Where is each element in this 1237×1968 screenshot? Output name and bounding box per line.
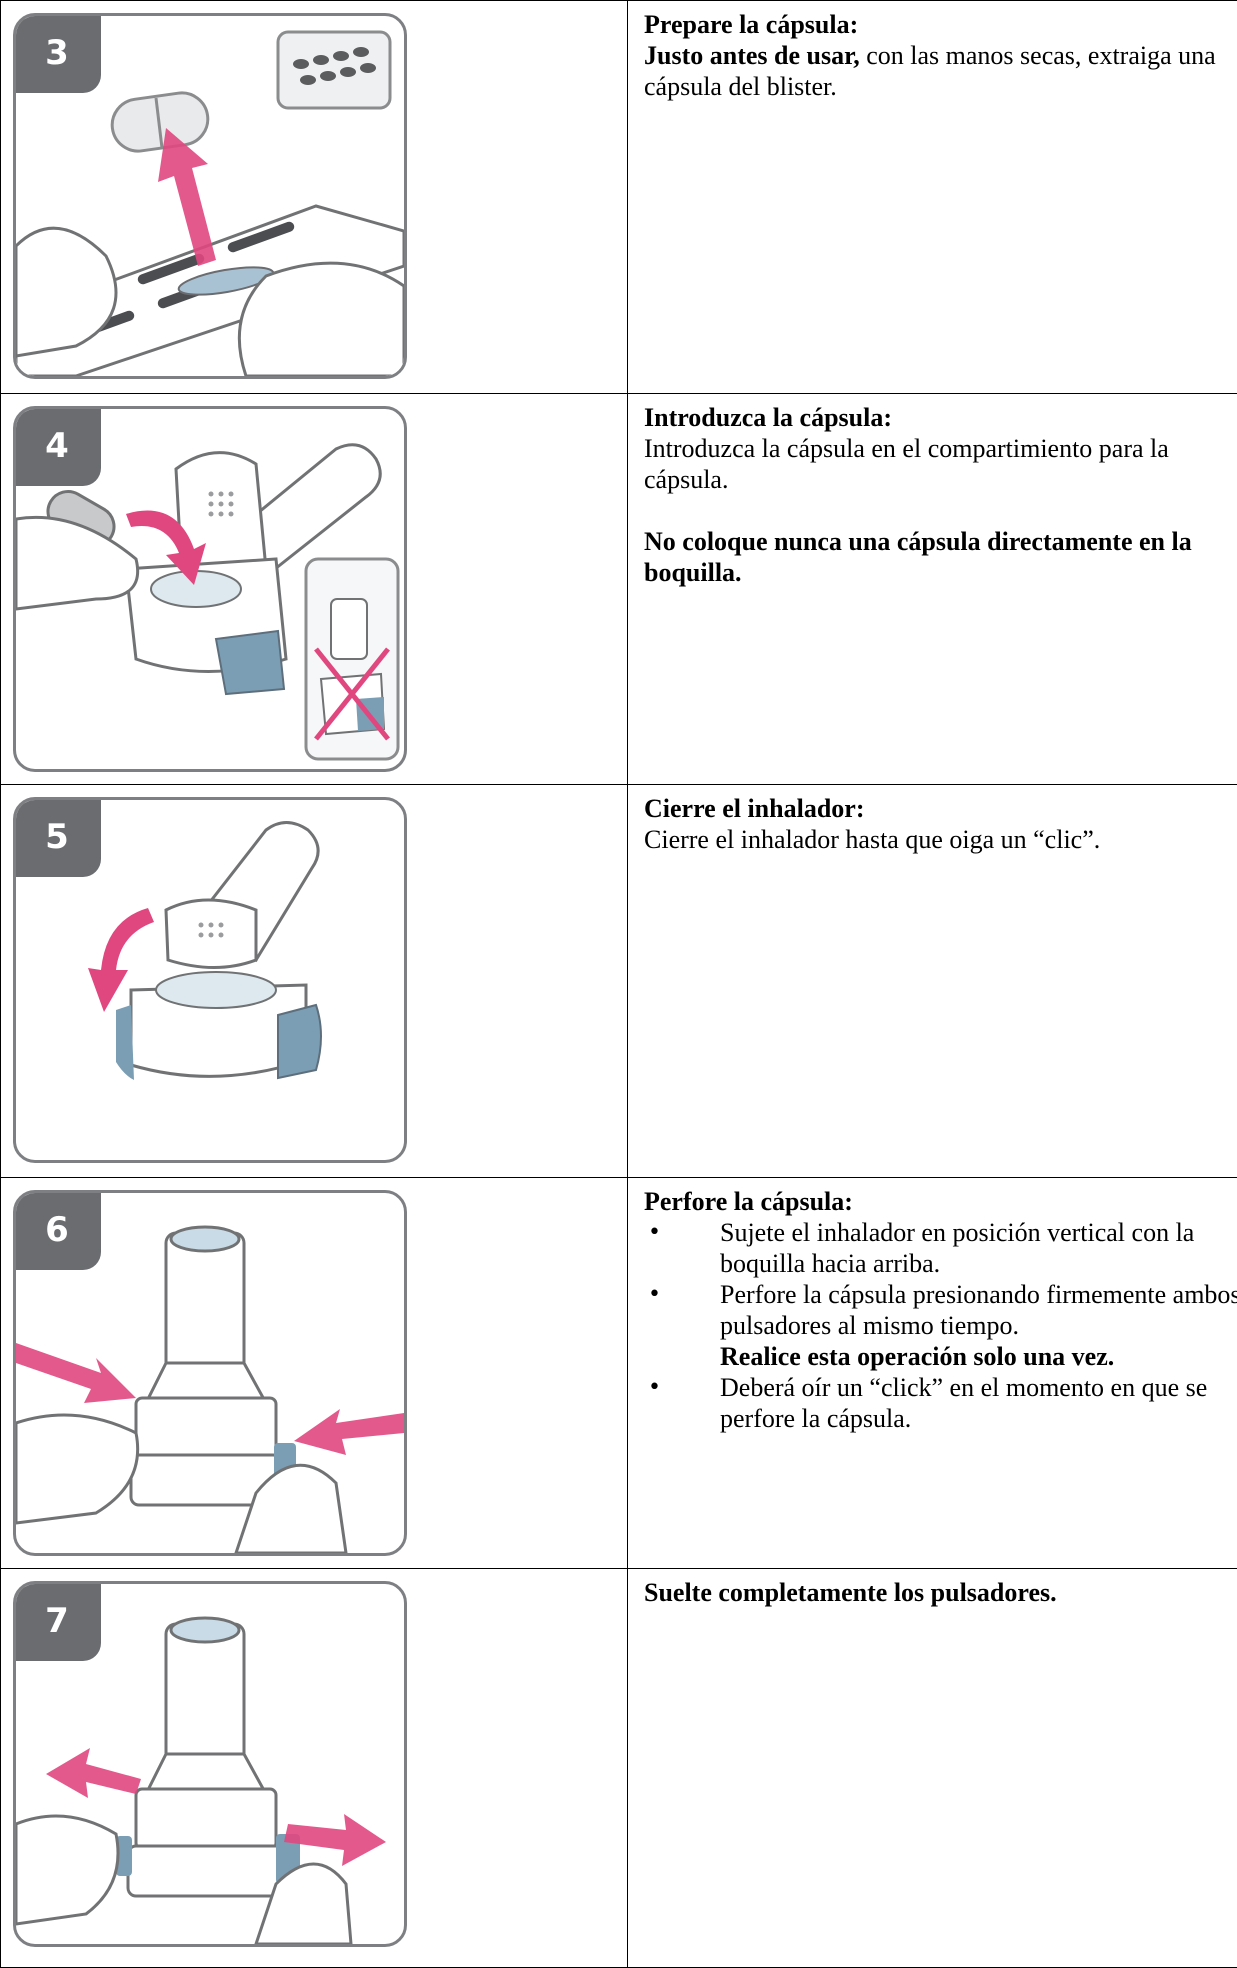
step-7-illustration: 7: [13, 1581, 407, 1947]
step-7-badge: 7: [13, 1581, 101, 1661]
step-3-illustration-cell: 3: [1, 1, 628, 394]
step-3-body: Justo antes de usar, con las manos secas…: [644, 40, 1237, 102]
step-6-bullet-2-bold: Realice esta operación solo una vez.: [720, 1342, 1114, 1371]
step-5-badge: 5: [13, 797, 101, 877]
step-row-3: 3: [1, 1, 1237, 394]
step-4-title: Introduzca la cápsula:: [644, 402, 1237, 433]
step-6-bullet-3: Deberá oír un “click” en el momento en q…: [644, 1372, 1237, 1434]
step-3-text-cell: Prepare la cápsula: Justo antes de usar,…: [628, 1, 1237, 394]
step-6-bullet-2: Perfore la cápsula presionando firmement…: [644, 1279, 1237, 1372]
step-6-bullet-list: Sujete el inhalador en posición vertical…: [644, 1217, 1237, 1434]
step-3-badge: 3: [13, 13, 101, 93]
step-3-lead: Justo antes de usar,: [644, 41, 860, 70]
step-6-bullet-2-text: Perfore la cápsula presionando firmement…: [720, 1280, 1237, 1340]
step-4-badge: 4: [13, 406, 101, 486]
step-5-body: Cierre el inhalador hasta que oiga un “c…: [644, 824, 1237, 855]
step-row-7: 7: [1, 1569, 1237, 1968]
step-5-illustration-cell: 5: [1, 785, 628, 1178]
step-4-warning: No coloque nunca una cápsula directament…: [644, 526, 1237, 588]
step-6-illustration: 6: [13, 1190, 407, 1556]
step-4-illustration: 4: [13, 406, 407, 772]
step-6-illustration-cell: 6: [1, 1178, 628, 1569]
step-7-text-cell: Suelte completamente los pulsadores.: [628, 1569, 1237, 1968]
step-3-illustration: 3: [13, 13, 407, 379]
step-4-illustration-cell: 4: [1, 394, 628, 785]
step-3-title: Prepare la cápsula:: [644, 9, 1237, 40]
step-7-title: Suelte completamente los pulsadores.: [644, 1577, 1237, 1608]
step-row-5: 5: [1, 785, 1237, 1178]
step-7-illustration-cell: 7: [1, 1569, 628, 1968]
step-6-title: Perfore la cápsula:: [644, 1186, 1237, 1217]
step-5-text-cell: Cierre el inhalador: Cierre el inhalador…: [628, 785, 1237, 1178]
step-4-body: Introduzca la cápsula en el compartimien…: [644, 433, 1237, 495]
step-5-title: Cierre el inhalador:: [644, 793, 1237, 824]
step-row-4: 4: [1, 394, 1237, 785]
step-5-illustration: 5: [13, 797, 407, 1163]
step-4-text-cell: Introduzca la cápsula: Introduzca la cáp…: [628, 394, 1237, 785]
step-row-6: 6: [1, 1178, 1237, 1569]
step-6-bullet-1: Sujete el inhalador en posición vertical…: [644, 1217, 1237, 1279]
step-6-badge: 6: [13, 1190, 101, 1270]
step-6-text-cell: Perfore la cápsula: Sujete el inhalador …: [628, 1178, 1237, 1569]
